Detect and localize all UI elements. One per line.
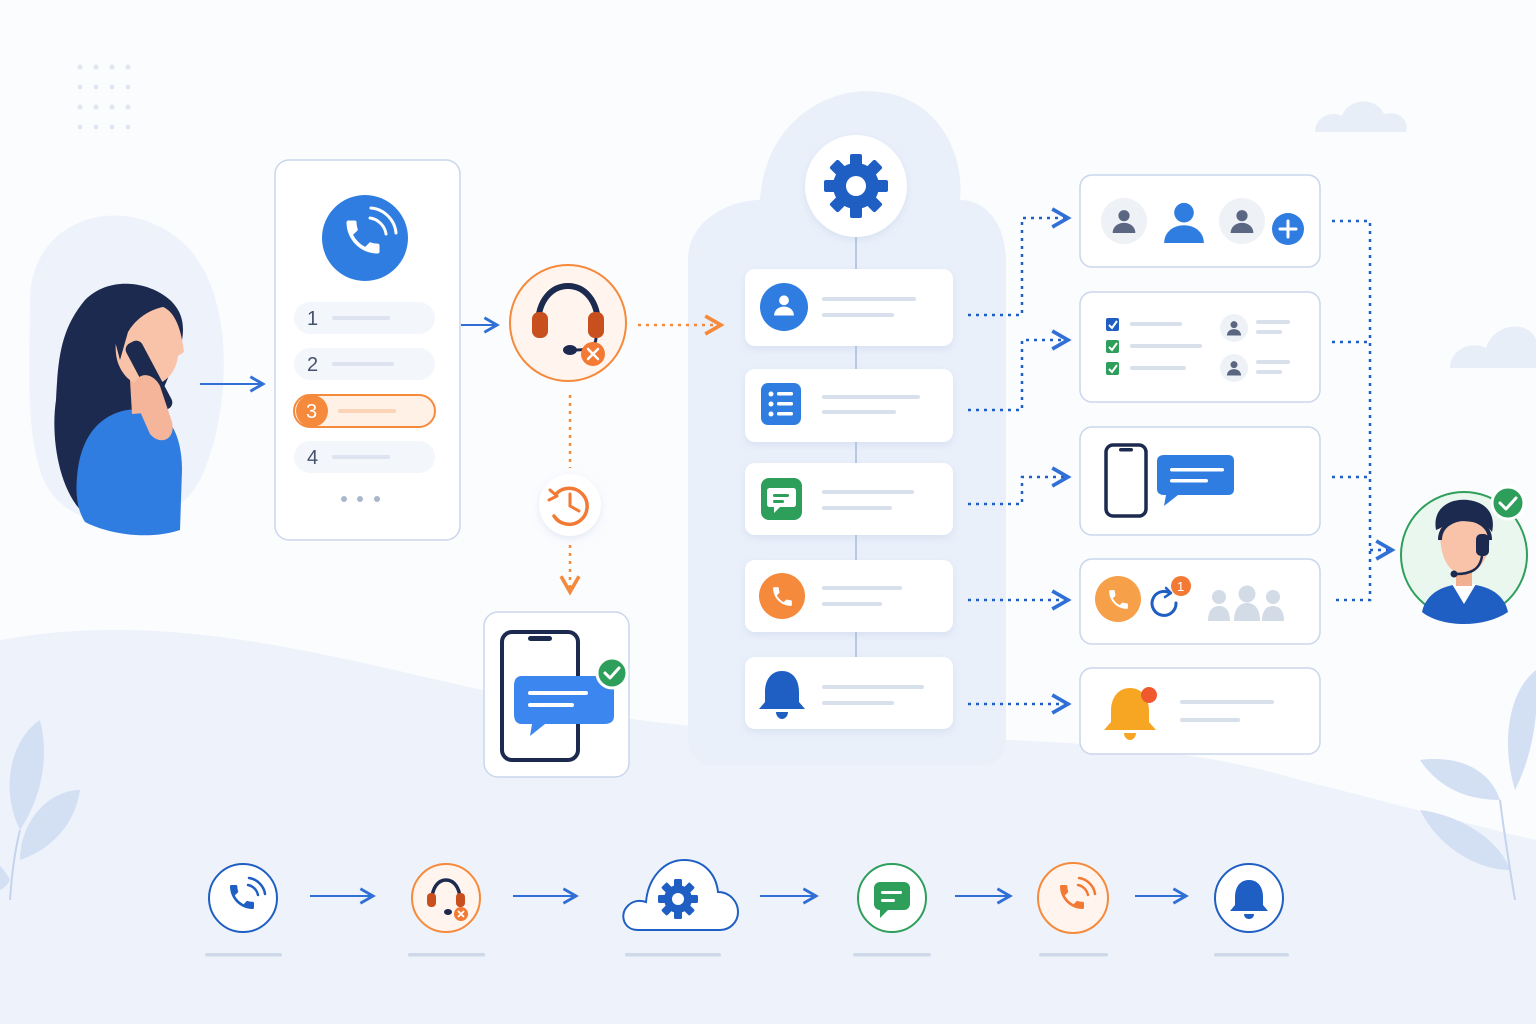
ivr-option-1[interactable]: 1 (294, 302, 435, 334)
task-list-card[interactable] (745, 369, 953, 442)
bell-icon (1230, 880, 1268, 919)
retry-icon (1150, 586, 1178, 617)
phone-call-card[interactable] (745, 560, 953, 632)
mobile-message-panel[interactable] (1079, 426, 1321, 536)
leaf-plant-left (0, 720, 80, 901)
gear-icon (805, 135, 907, 237)
ivr-option-3-selected[interactable]: 3 (293, 394, 436, 428)
summary-step-cloud-routing (622, 858, 740, 957)
ivr-menu: 1 2 3 4 (274, 159, 461, 541)
headset-unavailable-icon (509, 264, 627, 382)
summary-step-headset (408, 863, 485, 957)
caller-body (76, 409, 182, 536)
resolved-check-badge (1490, 485, 1526, 521)
callback-queue-panel[interactable]: 1 (1079, 558, 1321, 645)
agent-hair (1435, 499, 1493, 532)
summary-flow (205, 858, 1289, 957)
alert-bell-icon (1104, 687, 1157, 740)
callback-phone-icon (1095, 576, 1141, 622)
cloud-top-right (1315, 101, 1407, 132)
callback-count-badge (1171, 576, 1191, 596)
callback-clock-icon (539, 474, 601, 536)
arrow-chat-to-message (968, 466, 1072, 506)
chat-message-card[interactable] (745, 463, 953, 535)
arrow-profile-to-team (968, 207, 1072, 317)
team-members-panel[interactable] (1079, 174, 1321, 268)
background-hill (0, 629, 1536, 1024)
ivr-option-number: 2 (307, 354, 318, 376)
checkbox-icon (1106, 318, 1119, 331)
success-check-badge (595, 656, 629, 690)
alert-notification-panel[interactable] (1079, 667, 1321, 755)
summary-step-callback (1037, 862, 1109, 957)
checkbox-icon (1106, 340, 1119, 353)
caller-hair-fringe (112, 298, 172, 360)
agent-body (1422, 584, 1508, 624)
collector-line (1332, 219, 1372, 602)
caller (54, 283, 184, 536)
phone-icon (759, 573, 805, 619)
ivr-option-number: 3 (306, 401, 317, 423)
phone-call-icon (322, 195, 408, 281)
alert-dot-badge (1141, 687, 1157, 703)
callback-count: 1 (1177, 579, 1184, 594)
summary-step-chat (853, 863, 931, 957)
ivr-option-number: 1 (307, 308, 318, 330)
sms-confirmation-phone (483, 611, 630, 778)
caller-hand (134, 375, 173, 441)
queue-group-icon (1208, 585, 1284, 621)
dot-grid (77, 64, 131, 130)
support-agent (1400, 485, 1528, 624)
leaf-plant-right (1420, 670, 1536, 901)
connectors (200, 207, 1396, 715)
summary-step-notification (1214, 863, 1289, 957)
chat-icon (874, 882, 910, 910)
bell-icon (759, 671, 805, 719)
ivr-option-number: 4 (307, 447, 318, 469)
more-options-ellipsis (341, 496, 380, 502)
routing-engine (745, 135, 953, 729)
arrow-tasks-to-checklist (968, 329, 1072, 412)
ivr-option-4[interactable]: 4 (294, 441, 435, 473)
ivr-option-2[interactable]: 2 (294, 348, 435, 380)
contact-profile-card[interactable] (745, 269, 953, 346)
checklist-assignment-panel[interactable] (1079, 291, 1321, 403)
notification-bell-card[interactable] (745, 657, 953, 729)
cloud-right (1450, 326, 1536, 368)
checkbox-icon (1106, 362, 1119, 375)
summary-step-call (205, 863, 282, 957)
mobile-phone-icon (1104, 443, 1148, 518)
